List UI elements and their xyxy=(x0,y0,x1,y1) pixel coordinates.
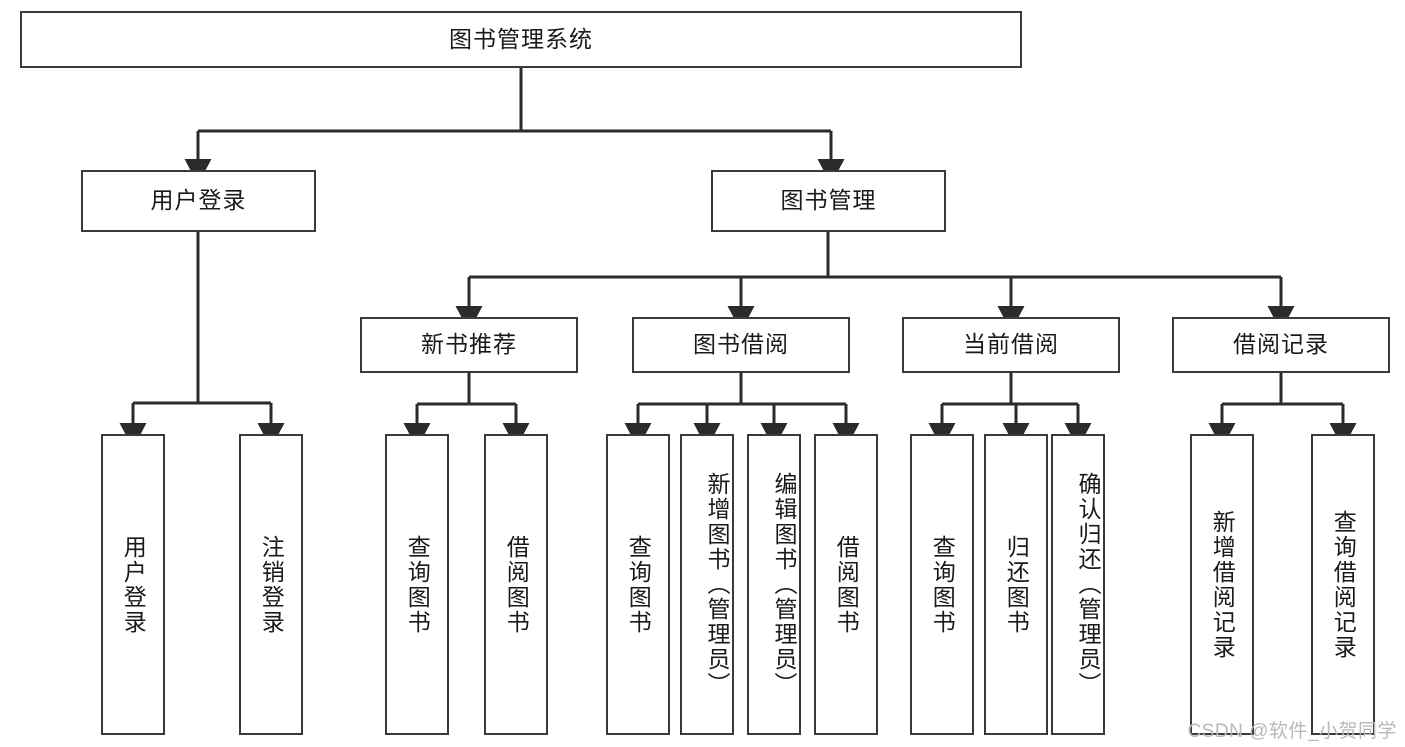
leaf-return-book[interactable]: 归还图书 xyxy=(984,434,1048,735)
leaf-query-book-2[interactable]: 查询图书 xyxy=(606,434,670,735)
node-book-manage[interactable]: 图书管理 xyxy=(711,170,946,232)
node-new-book-rec[interactable]: 新书推荐 xyxy=(360,317,578,373)
node-user-login[interactable]: 用户登录 xyxy=(81,170,316,232)
node-current-borrow[interactable]: 当前借阅 xyxy=(902,317,1120,373)
leaf-confirm-return-admin[interactable]: 确认归还（管理员） xyxy=(1051,434,1105,735)
node-borrow-record[interactable]: 借阅记录 xyxy=(1172,317,1390,373)
leaf-user-login[interactable]: 用户登录 xyxy=(101,434,165,735)
leaf-add-borrow-record[interactable]: 新增借阅记录 xyxy=(1190,434,1254,735)
leaf-add-book-admin[interactable]: 新增图书（管理员） xyxy=(680,434,734,735)
leaf-query-borrow-record[interactable]: 查询借阅记录 xyxy=(1311,434,1375,735)
leaf-borrow-book-1[interactable]: 借阅图书 xyxy=(484,434,548,735)
node-root[interactable]: 图书管理系统 xyxy=(20,11,1022,68)
csdn-watermark: CSDN @软件_小贺同学 xyxy=(1187,721,1397,742)
leaf-query-book-3[interactable]: 查询图书 xyxy=(910,434,974,735)
leaf-borrow-book-2[interactable]: 借阅图书 xyxy=(814,434,878,735)
node-book-borrow[interactable]: 图书借阅 xyxy=(632,317,850,373)
leaf-edit-book-admin[interactable]: 编辑图书（管理员） xyxy=(747,434,801,735)
leaf-user-logout[interactable]: 注销登录 xyxy=(239,434,303,735)
leaf-query-book-1[interactable]: 查询图书 xyxy=(385,434,449,735)
